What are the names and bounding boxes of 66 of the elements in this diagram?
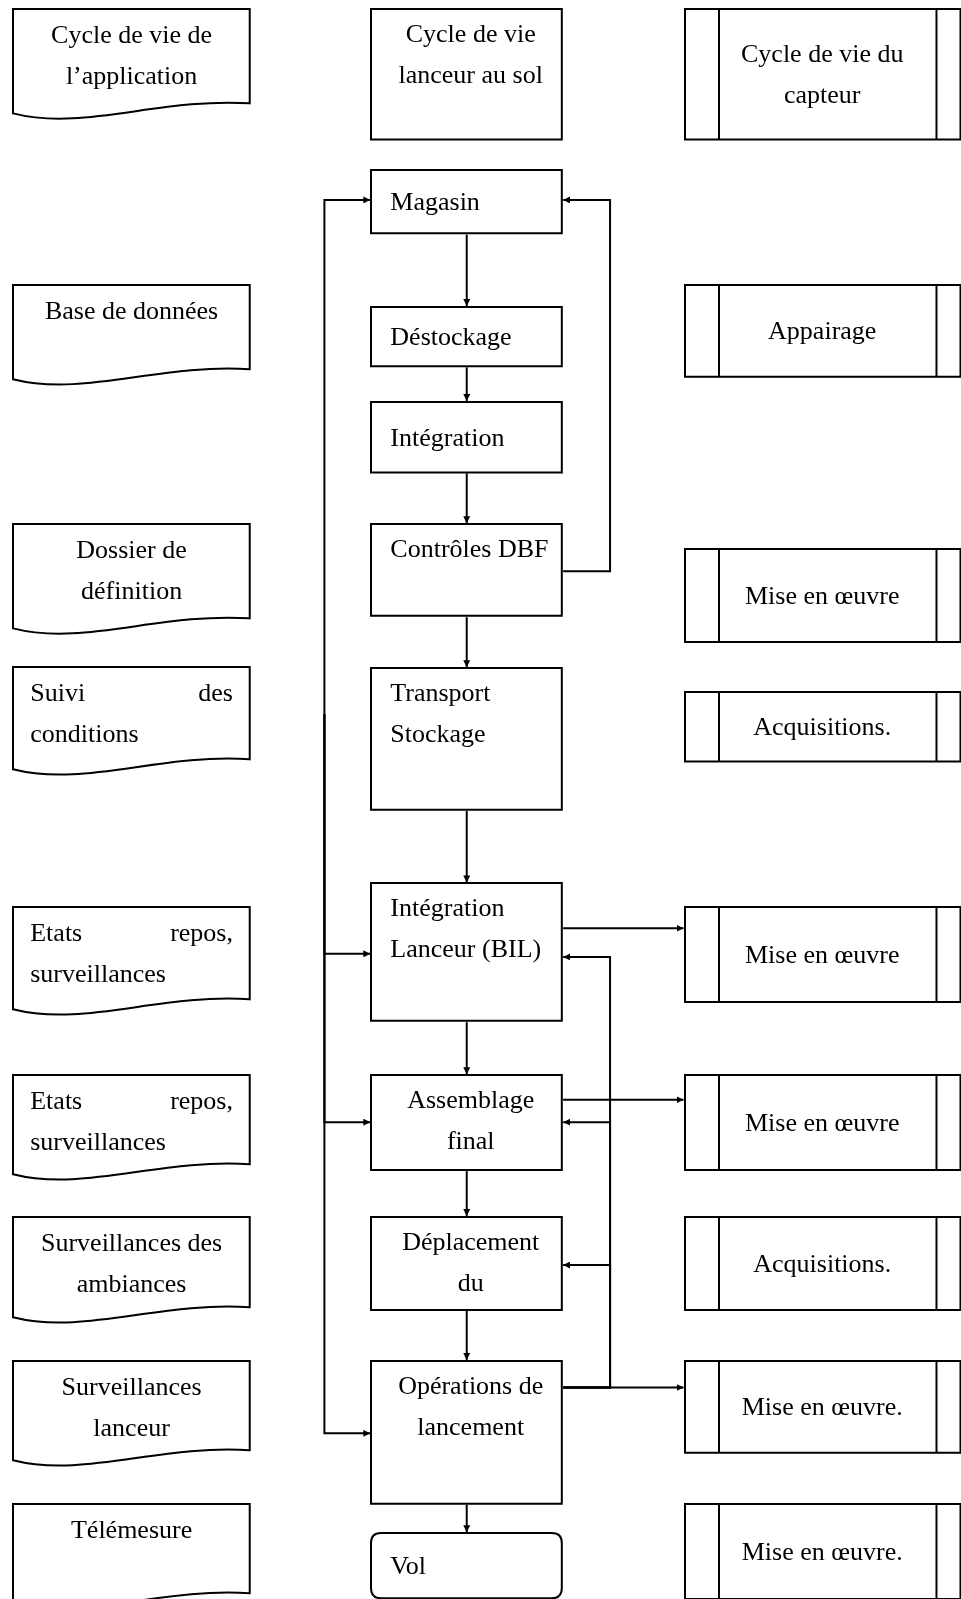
node-text: Surveillances des ambiances (39, 1227, 224, 1301)
arrow (562, 1096, 685, 1104)
arrow (562, 196, 612, 573)
subroutine-box (683, 690, 961, 763)
node-text: Vol (390, 1550, 427, 1583)
node-text: Appairage (767, 315, 878, 347)
node-text: Suivi des conditions (30, 677, 233, 751)
arrow (562, 1261, 612, 1389)
subroutine-box (683, 1216, 961, 1311)
subroutine-box (683, 905, 961, 1003)
node-text: Mise en œuvre (744, 1107, 901, 1140)
node-text: Intégration (390, 421, 506, 454)
node-text: Acquisitions. (752, 1247, 893, 1280)
process-box (370, 1216, 564, 1311)
node-text: Cycle de vie lanceur au sol (397, 18, 544, 92)
node-text: Opérations de lancement (397, 1369, 545, 1443)
process-box (370, 1074, 564, 1172)
process-box (370, 1359, 564, 1505)
arrow (463, 366, 471, 402)
node-text: Surveillances lanceur (60, 1370, 203, 1444)
arrow (463, 1021, 471, 1076)
process-box (370, 8, 564, 141)
process-box (370, 169, 564, 235)
process-box (370, 882, 564, 1023)
arrow (562, 1383, 685, 1391)
node-text: Mise en œuvre (744, 938, 901, 971)
node-text: Acquisitions. (752, 710, 893, 743)
node-text: Mise en œuvre (744, 579, 901, 612)
subroutine-box (683, 8, 961, 141)
node-text: Cycle de vie de l’application (50, 19, 214, 93)
process-box (370, 306, 564, 368)
subroutine-box (683, 283, 961, 378)
node-text: Intégration Lanceur (BIL) (390, 892, 543, 966)
arrow (323, 713, 372, 1437)
document-shape (12, 1502, 251, 1599)
node-text: Mise en œuvre. (740, 1391, 904, 1424)
subroutine-box (683, 547, 961, 643)
subroutine-box (683, 1502, 961, 1599)
arrow (463, 810, 471, 884)
node-text: Etats repos, surveillances (30, 916, 233, 990)
node-text: Déstockage (390, 321, 513, 354)
terminal-box (370, 1532, 564, 1599)
subroutine-box (683, 1359, 961, 1454)
subroutine-box (683, 1074, 961, 1172)
node-text: Assemblage final (406, 1084, 536, 1158)
node-text: Magasin (390, 186, 481, 219)
arrow (323, 196, 372, 716)
arrow (463, 233, 471, 308)
process-box (370, 523, 564, 618)
node-text: Base de données (43, 294, 220, 327)
arrow (463, 472, 471, 525)
process-box (370, 667, 564, 812)
node-text: Déplacement du (401, 1226, 541, 1300)
arrow (562, 924, 685, 932)
process-box (370, 400, 564, 474)
node-text: Télémesure (69, 1513, 194, 1546)
arrow (463, 1309, 471, 1361)
node-text: Etats repos, surveillances (30, 1085, 233, 1159)
node-text: Dossier de définition (75, 534, 188, 608)
arrow (463, 1503, 471, 1534)
node-text: Cycle de vie du capteur (740, 38, 905, 112)
node-text: Mise en œuvre. (740, 1535, 904, 1568)
node-text: Transport Stockage (390, 677, 492, 751)
arrow (463, 1170, 471, 1218)
arrow (463, 616, 471, 669)
node-text: Contrôles DBF (390, 533, 550, 566)
